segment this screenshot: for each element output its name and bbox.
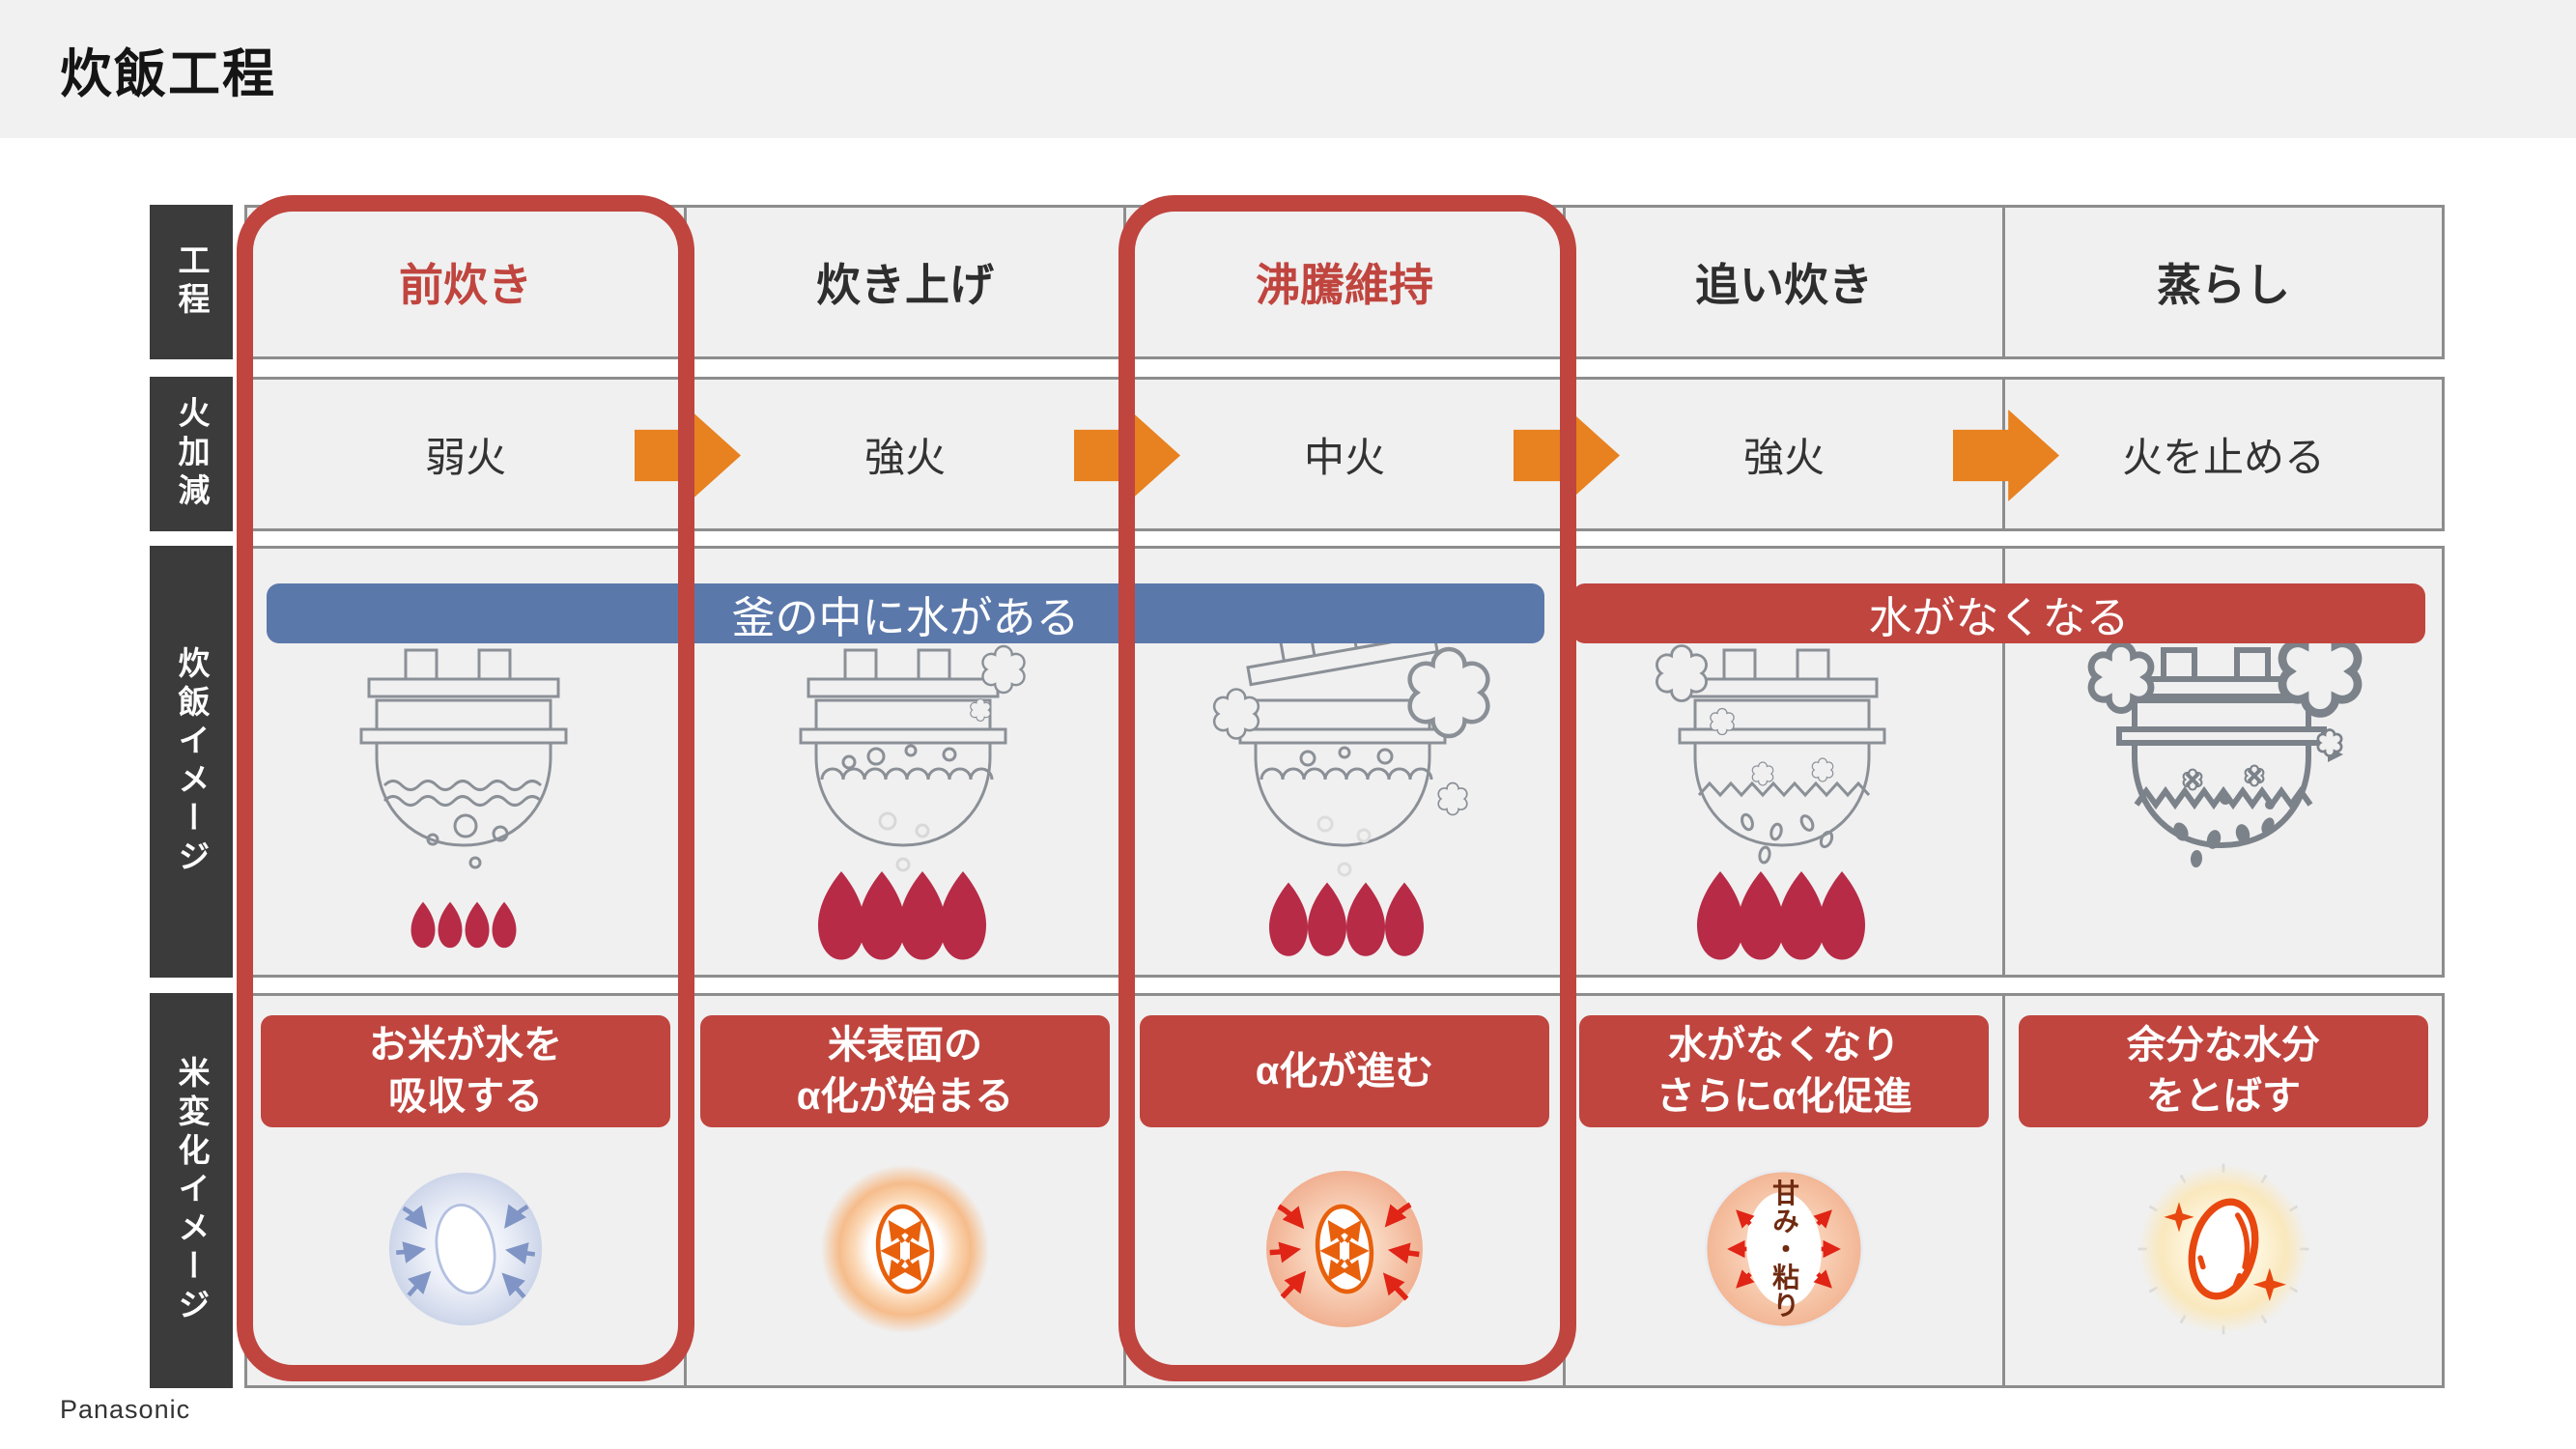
steam-puff-icons — [1656, 644, 1834, 786]
change-label-line1: 水がなくなり — [1668, 1024, 1900, 1067]
change-cell-4: 水がなくなり さらにα化促進 — [1563, 993, 2005, 1388]
row-header-cooking-image: 炊飯イメージ — [150, 546, 233, 978]
stage-name-cell: 炊き上げ — [684, 205, 1126, 359]
row-rice-change: 米変化イメージ お米が水を 吸収する — [150, 993, 2445, 1388]
steam-puff-icon — [970, 644, 1026, 722]
heat-cell: 火を止める — [2002, 377, 2445, 531]
flame-icons-large — [818, 871, 986, 960]
row-heat: 火加減 弱火 強火 中火 強火 火を止める — [150, 377, 2445, 531]
heat-cell: 強火 — [684, 377, 1126, 531]
panasonic-logo: Panasonic — [60, 1395, 191, 1424]
rice-grains — [2173, 747, 2343, 867]
change-cell-1: お米が水を 吸収する — [244, 993, 687, 1388]
stage-name-cell: 沸騰維持 — [1123, 205, 1566, 359]
change-cell-3: α化が進む — [1123, 993, 1566, 1388]
change-label-line2: さらにα化促進 — [1656, 1075, 1912, 1118]
change-label-box: お米が水を 吸収する — [261, 1015, 670, 1127]
rice-alpha-start-icon — [816, 1160, 994, 1338]
flame-icons-small — [410, 901, 517, 949]
row-header-rice-change: 米変化イメージ — [150, 993, 233, 1388]
stage-name-cell: 蒸らし — [2002, 205, 2445, 359]
heat-value: 中火 — [1303, 434, 1385, 480]
heat-value: 強火 — [863, 434, 946, 480]
flame-icons-large — [1697, 871, 1865, 960]
change-label-box: 余分な水分 をとばす — [2019, 1015, 2428, 1127]
stage-name: 蒸らし — [2157, 260, 2290, 310]
change-cell-2: 米表面の α化が始まる — [684, 993, 1126, 1388]
row-header-rice-change-label: 米変化イメージ — [174, 1055, 210, 1326]
sweetness-label: 甘み・粘り — [1769, 1179, 1799, 1320]
rice-alpha-progress-icon — [1256, 1160, 1433, 1338]
row-header-heat: 火加減 — [150, 377, 233, 531]
change-label-box: 米表面の α化が始まる — [700, 1015, 1110, 1127]
heat-value: 弱火 — [424, 434, 506, 480]
stage-name: 前炊き — [399, 260, 532, 310]
heat-cell: 中火 — [1123, 377, 1566, 531]
stage-name: 炊き上げ — [816, 260, 994, 310]
change-cell-5: 余分な水分 をとばす — [2002, 993, 2445, 1388]
change-label-line1: α化が進む — [1255, 1049, 1434, 1093]
change-label-line2: 吸収する — [388, 1075, 543, 1118]
stage-name: 沸騰維持 — [1256, 260, 1433, 310]
change-label-line2: α化が始まる — [796, 1075, 1014, 1118]
rice-finished-icon — [2135, 1160, 2312, 1338]
water-present-banner: 釜の中に水がある — [267, 583, 1544, 643]
row-header-cooking-label: 炊飯イメージ — [174, 645, 210, 878]
row-header-process-label: 工程 — [174, 243, 210, 321]
change-label-line1: お米が水を — [369, 1024, 562, 1067]
change-label-line2: をとばす — [2146, 1075, 2301, 1118]
stage-name-cell: 前炊き — [244, 205, 687, 359]
rice-absorb-icon — [377, 1160, 554, 1338]
title-band: 炊飯工程 — [0, 0, 2576, 138]
row-header-heat-label: 火加減 — [174, 396, 210, 512]
pot-boiling-icon — [1212, 612, 1489, 956]
row-header-process: 工程 — [150, 205, 233, 359]
stage-name: 追い炊き — [1695, 260, 1873, 310]
heat-cell: 強火 — [1563, 377, 2005, 531]
heat-value: 強火 — [1742, 434, 1825, 480]
heat-cell: 弱火 — [244, 377, 687, 531]
sparkle-icons — [2164, 1202, 2287, 1302]
change-label-line1: 米表面の — [828, 1024, 982, 1067]
change-label-box: α化が進む — [1140, 1015, 1549, 1127]
rice-sweetness-icon: 甘み・粘り — [1695, 1160, 1873, 1338]
heat-value: 火を止める — [2121, 434, 2325, 480]
flame-icons-medium — [1269, 882, 1424, 956]
change-label-line1: 余分な水分 — [2127, 1024, 2320, 1067]
stage-name-cell: 追い炊き — [1563, 205, 2005, 359]
row-process: 工程 前炊き 炊き上げ 沸騰維持 追い炊き 蒸らし — [150, 205, 2445, 359]
pot-final-cook-icon — [1656, 644, 1886, 960]
change-label-box: 水がなくなり さらにα化促進 — [1579, 1015, 1989, 1127]
steam-cloud-icons — [2091, 630, 2358, 757]
pot-boil-start-icon — [799, 644, 1026, 960]
pot-soak-icon — [359, 648, 568, 949]
pot-steaming-icon — [2079, 630, 2368, 867]
water-gone-banner: 水がなくなる — [1572, 583, 2425, 643]
page-title: 炊飯工程 — [60, 45, 276, 103]
steam-cloud-icons — [1212, 649, 1487, 816]
